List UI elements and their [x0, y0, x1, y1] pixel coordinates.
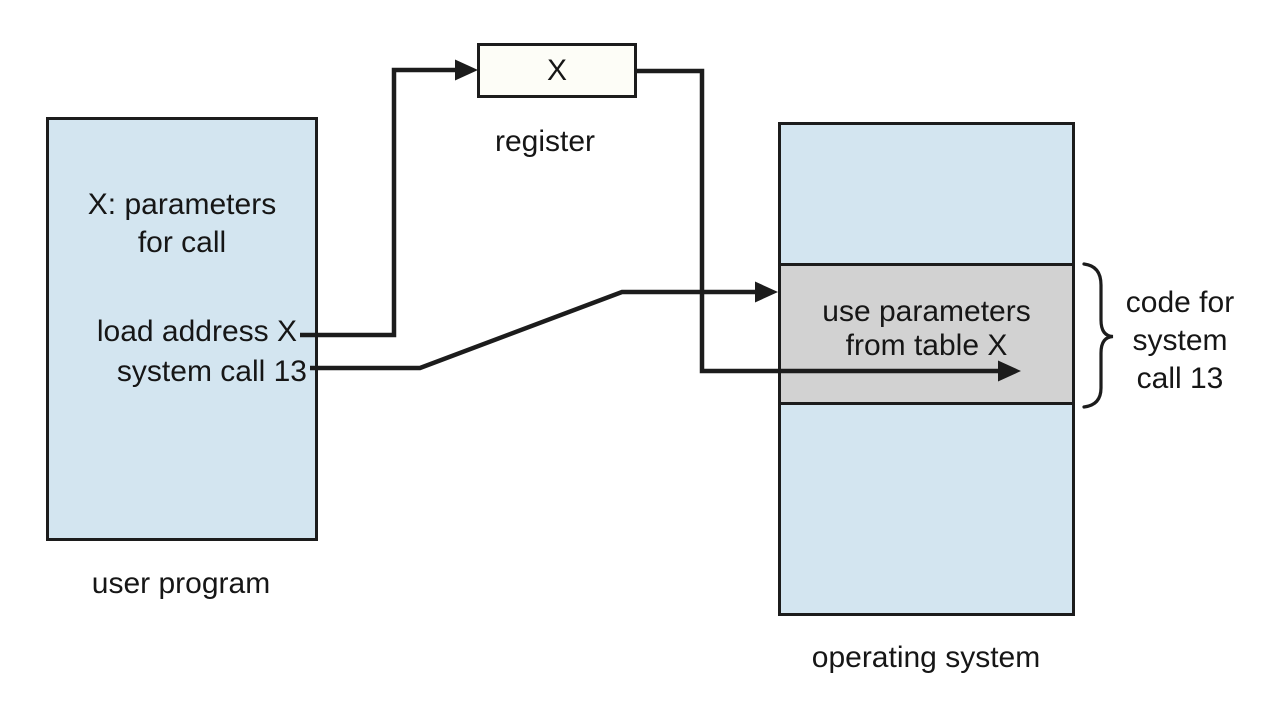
brace-label-line1: code for: [1125, 286, 1235, 319]
handler-text-line1: use parameters: [822, 295, 1031, 328]
instruction-load-address: load address X: [96, 315, 297, 348]
register-value: X: [546, 53, 567, 87]
arrowhead-at-handler-edge: [755, 281, 778, 303]
parameter-table-note-line1: X: parameters: [87, 188, 277, 221]
parameter-table-note-line2: for call: [137, 226, 227, 259]
brace-label-line3: call 13: [1136, 362, 1224, 395]
user-program-box: [46, 117, 318, 541]
register-label: register: [494, 125, 596, 158]
arrow-load-address-to-register: [300, 67, 455, 338]
arrowhead-into-register: [455, 59, 478, 81]
user-program-label: user program: [91, 567, 271, 600]
operating-system-label: operating system: [811, 641, 1041, 674]
handler-text-line2: from table X: [845, 329, 1008, 362]
register-box: X: [477, 43, 637, 98]
instruction-system-call: system call 13: [116, 355, 307, 388]
arrow-system-call-to-handler: [310, 289, 755, 371]
brace-icon: [1082, 262, 1114, 409]
brace-label-line2: system: [1132, 324, 1228, 357]
